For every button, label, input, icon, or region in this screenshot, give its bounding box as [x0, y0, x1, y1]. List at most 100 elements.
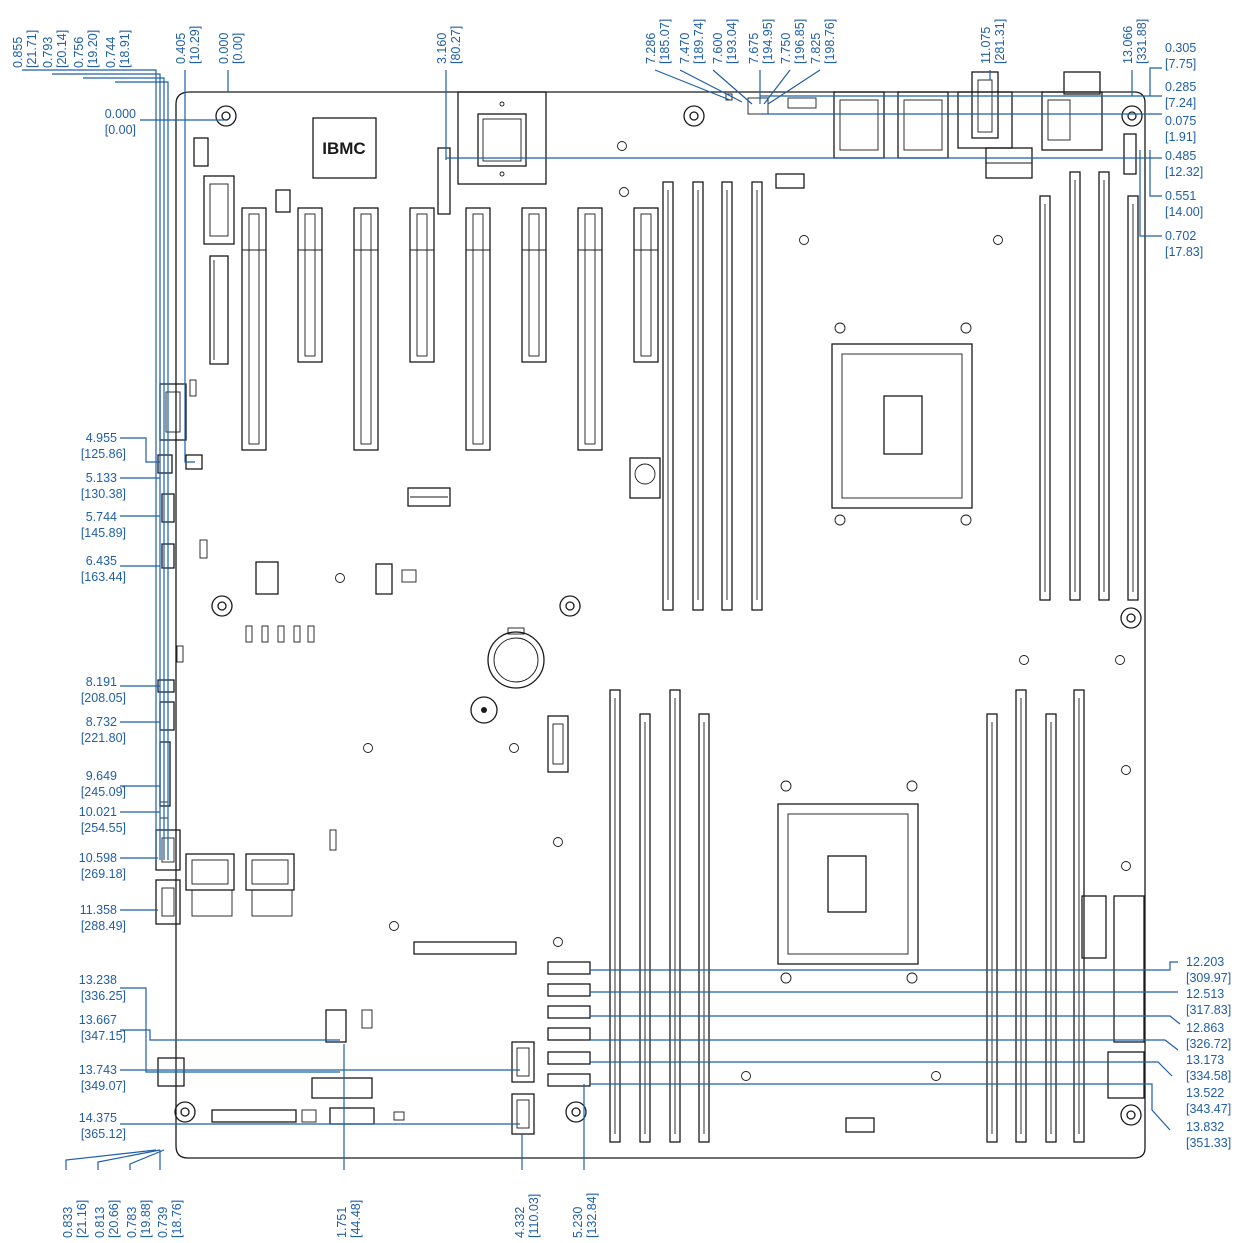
dim-label: [10.29] [188, 26, 202, 64]
dim-label: [20.66] [107, 1200, 121, 1238]
dim-label: 0.744 [104, 37, 118, 68]
dim-label: 0.000 [217, 33, 231, 64]
dim-label: [334.58] [1186, 1069, 1231, 1083]
mounting-holes [174, 105, 1143, 1126]
dim-label: 0.405 [174, 33, 188, 64]
dim-label: [21.16] [75, 1200, 89, 1238]
dim-label: [0.00] [231, 33, 245, 64]
dim-label: 11.358 [80, 903, 117, 917]
dim-label: 6.435 [86, 554, 117, 568]
dim-label: [196.85] [793, 19, 807, 64]
dim-label: 8.732 [86, 715, 117, 729]
dim-label: 0.285 [1165, 80, 1196, 94]
dim-label: [336.25] [81, 989, 126, 1003]
standoff-circles [335, 141, 1131, 1081]
chipset-heatsink [457, 91, 547, 185]
origin-dimension: 0.000 [0.00] [105, 107, 136, 137]
dim-label: 4.955 [86, 431, 117, 445]
capacitor [629, 457, 661, 499]
dim-label: [0.00] [105, 123, 136, 137]
dimm-slots-upper-right [1039, 171, 1139, 601]
dim-label: 13.066 [1121, 26, 1135, 64]
dim-label: 7.286 [644, 33, 658, 64]
dim-label: [351.33] [1186, 1136, 1231, 1150]
dim-label: [145.89] [81, 526, 126, 540]
dim-label: [281.31] [993, 19, 1007, 64]
dim-label: [14.00] [1165, 205, 1203, 219]
dim-label: [193.04] [725, 19, 739, 64]
dim-label: 7.600 [711, 33, 725, 64]
bottom-left-dimensions: 0.833 [21.16] 0.813 [20.66] 0.783 [19.88… [61, 1200, 184, 1238]
dim-label: [18.91] [118, 30, 132, 68]
dim-label: 0.702 [1165, 229, 1196, 243]
dim-label: [163.44] [81, 570, 126, 584]
dim-label: [194.95] [761, 19, 775, 64]
dim-label: 5.744 [86, 510, 117, 524]
dim-label: 0.783 [125, 1207, 139, 1238]
dim-label: [185.07] [658, 19, 672, 64]
dim-label: 0.813 [93, 1207, 107, 1238]
dim-label: 5.230 [571, 1207, 585, 1238]
bottom-dimensions: 1.751 [44.48] 4.332 [110.03] 5.230 [132.… [335, 1193, 599, 1238]
top-cluster-dimensions: 7.286 [185.07] 7.470 [189.74] 7.600 [193… [644, 19, 837, 64]
dim-label: 13.667 [79, 1013, 117, 1027]
storage-connectors [157, 715, 1145, 1135]
dim-label: [343.47] [1186, 1102, 1231, 1116]
left-side-dimensions: 4.955 [125.86] 5.133 [130.38] 5.744 [145… [79, 431, 126, 933]
dim-label: [269.18] [81, 867, 126, 881]
pcie-slots [241, 207, 659, 451]
dim-label: 0.833 [61, 1207, 75, 1238]
dim-label: 0.485 [1165, 149, 1196, 163]
cpu-socket-upper [831, 322, 973, 526]
dim-label: 0.793 [41, 37, 55, 68]
right-bottom-dimensions: 12.203 [309.97] 12.513 [317.83] 12.863 [… [1186, 955, 1231, 1150]
dim-label: [365.12] [81, 1127, 126, 1141]
dim-label: 13.238 [79, 973, 117, 987]
dim-label: 0.739 [156, 1207, 170, 1238]
cmos-battery [487, 627, 545, 689]
dim-label: [347.15] [81, 1029, 126, 1043]
dim-label: [132.84] [585, 1193, 599, 1238]
dim-label: [198.76] [823, 19, 837, 64]
dim-label: [189.74] [692, 19, 706, 64]
dim-label: [125.86] [81, 447, 126, 461]
dim-label: [1.91] [1165, 130, 1196, 144]
dim-label: 9.649 [86, 769, 117, 783]
dim-label: 0.075 [1165, 114, 1196, 128]
dim-label: [245.09] [81, 785, 126, 799]
dim-label: [18.76] [170, 1200, 184, 1238]
dim-label: 0.551 [1165, 189, 1196, 203]
dim-label: 0.756 [72, 37, 86, 68]
dim-label: [44.48] [349, 1200, 363, 1238]
dim-label: 13.522 [1186, 1086, 1224, 1100]
cpu-socket-lower [777, 780, 919, 984]
dim-label: [309.97] [1186, 971, 1231, 985]
top-dimensions: 0.405 [10.29] 0.000 [0.00] 3.160 [80.27]… [174, 19, 1149, 64]
dim-label: [208.05] [81, 691, 126, 705]
dimm-slots-upper-left [662, 181, 763, 611]
dimm-slots-lower-left [609, 689, 710, 1143]
dim-label: 3.160 [435, 33, 449, 64]
dim-label: [7.24] [1165, 96, 1196, 110]
dim-label: 1.751 [335, 1207, 349, 1238]
dim-label: [110.03] [527, 1194, 541, 1238]
dim-label: 12.863 [1186, 1021, 1224, 1035]
right-top-dimensions: 0.305 [7.75] 0.285 [7.24] 0.075 [1.91] 0… [1165, 41, 1203, 259]
dim-label: 8.191 [86, 675, 117, 689]
dimension-leaders [22, 67, 1181, 1170]
dim-label: 13.173 [1186, 1053, 1224, 1067]
rear-io-ports [725, 71, 1137, 179]
board-outline [175, 91, 1146, 1159]
dim-label: [21.71] [25, 30, 39, 68]
dim-label: [12.32] [1165, 165, 1203, 179]
dim-label: 7.825 [809, 33, 823, 64]
dim-label: [7.75] [1165, 57, 1196, 71]
dim-label: [317.83] [1186, 1003, 1231, 1017]
top-left-dimensions: 0.855 [21.71] 0.793 [20.14] 0.756 [19.20… [11, 30, 132, 68]
buzzer [470, 696, 498, 724]
dim-label: 0.000 [105, 107, 136, 121]
dim-label: 7.750 [779, 33, 793, 64]
dim-label: 0.305 [1165, 41, 1196, 55]
dim-label: 7.470 [678, 33, 692, 64]
